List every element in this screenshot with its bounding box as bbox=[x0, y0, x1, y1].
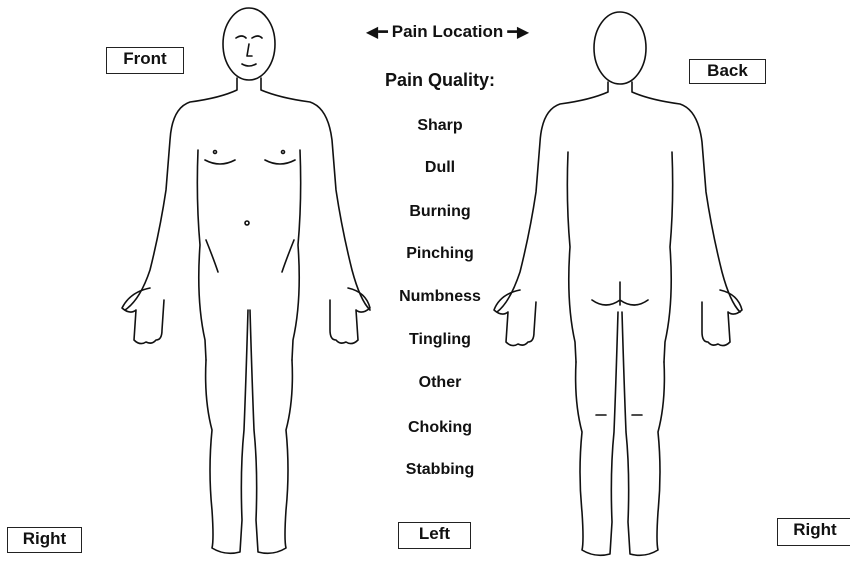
right-label-back: Right bbox=[777, 518, 850, 546]
back-label: Back bbox=[689, 59, 766, 84]
back-right-leg[interactable] bbox=[576, 312, 618, 555]
back-head[interactable] bbox=[594, 12, 646, 84]
quality-option-pinching[interactable]: Pinching bbox=[340, 245, 540, 263]
quality-option-numbness[interactable]: Numbness bbox=[340, 288, 540, 306]
quality-option-other[interactable]: Other bbox=[340, 374, 540, 392]
pain-quality-heading: Pain Quality: bbox=[340, 70, 540, 91]
quality-option-dull[interactable]: Dull bbox=[340, 159, 540, 177]
quality-option-stabbing[interactable]: Stabbing bbox=[340, 461, 540, 479]
right-label-front: Right bbox=[7, 527, 82, 553]
quality-option-sharp[interactable]: Sharp bbox=[340, 117, 540, 135]
front-label: Front bbox=[106, 47, 184, 74]
quality-option-burning[interactable]: Burning bbox=[340, 203, 540, 221]
pain-location-text: Pain Location bbox=[392, 22, 503, 42]
left-label: Left bbox=[398, 522, 471, 549]
quality-option-choking[interactable]: Choking bbox=[340, 419, 540, 437]
back-buttocks bbox=[592, 282, 648, 305]
arrow-left-icon: ◀━ bbox=[366, 22, 388, 42]
quality-option-tingling[interactable]: Tingling bbox=[340, 331, 540, 349]
back-left-hand[interactable] bbox=[702, 290, 742, 346]
pain-location-header: ◀━ Pain Location ━▶ bbox=[345, 22, 550, 42]
arrow-right-icon: ━▶ bbox=[507, 22, 529, 42]
back-left-leg[interactable] bbox=[622, 312, 664, 555]
